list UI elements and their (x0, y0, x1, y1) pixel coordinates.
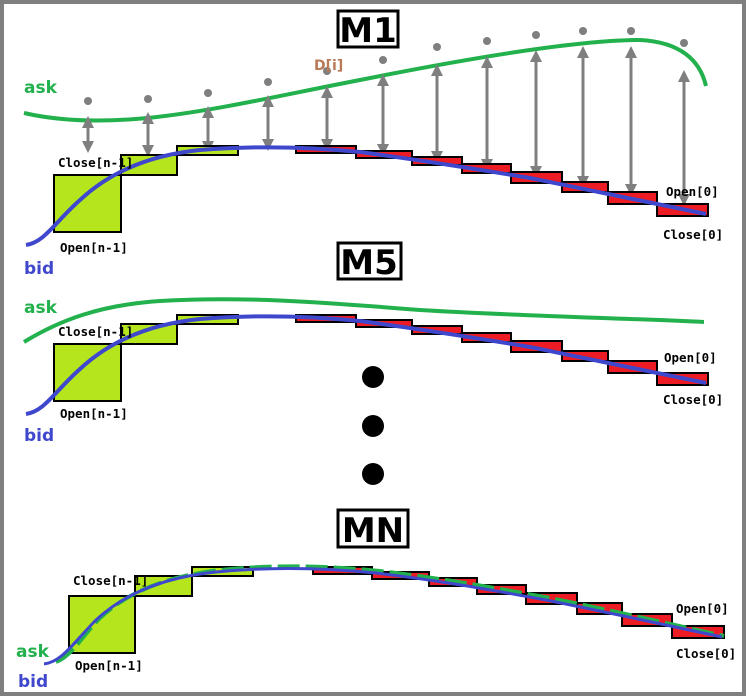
open-prev-label: Open[n-1] (75, 658, 143, 673)
panel-title-box (336, 241, 403, 281)
ellipsis-dot (362, 366, 384, 388)
ask-label: ask (24, 298, 58, 318)
open-last-label: Open[0] (666, 184, 719, 199)
close-last-label: Close[0] (676, 646, 736, 661)
panel-title: M1 (339, 11, 397, 51)
panel-m5: M5 ask bid Close[n-1] Open[n-1] Open[0] … (22, 241, 723, 446)
ask-line (23, 37, 708, 123)
bull-candle (120, 154, 178, 176)
close-last-label: Close[0] (663, 227, 723, 242)
open-last-label: Open[0] (664, 350, 717, 365)
bull-candle (134, 575, 193, 597)
ask-point (579, 27, 587, 35)
panel-title: MN (342, 511, 404, 551)
bid-line (25, 145, 707, 247)
bear-candle (525, 592, 578, 605)
ask-point (532, 31, 540, 39)
panel-m1: M1 ask (23, 9, 723, 279)
bid-label: bid (18, 672, 48, 692)
bid-line (43, 566, 723, 666)
ask-point (483, 37, 491, 45)
bid-line (25, 314, 707, 416)
timeframe-diagram: M1 ask (16, 9, 736, 692)
spread-arrows (82, 27, 690, 206)
bid-label: bid (24, 426, 54, 446)
ask-point (264, 78, 272, 86)
ask-point (204, 89, 212, 97)
open-prev-label: Open[n-1] (60, 406, 128, 421)
open-prev-label: Open[n-1] (60, 240, 128, 255)
ask-label: ask (16, 642, 50, 662)
ask-point (680, 39, 688, 47)
ask-point (379, 56, 387, 64)
bull-candle (120, 323, 178, 345)
ask-label: ask (24, 78, 58, 98)
panel-mn: MN ask bid Close[n-1] Open[n-1] Open[0] … (16, 508, 736, 692)
bull-candle (53, 174, 122, 233)
bear-candle (561, 181, 609, 193)
bull-candle (53, 343, 122, 402)
ellipsis-dot (362, 415, 384, 437)
ask-line (22, 297, 705, 344)
open-last-label: Open[0] (676, 601, 729, 616)
panel-title-box (336, 9, 400, 49)
ask-point (84, 97, 92, 105)
ask-point (323, 67, 331, 75)
bear-candle (561, 350, 609, 362)
ellipsis-dot (362, 463, 384, 485)
ask-point (144, 95, 152, 103)
close-last-label: Close[0] (663, 392, 723, 407)
close-prev-label: Close[n-1] (58, 155, 133, 170)
panel-title-box (336, 508, 410, 549)
ask-point (627, 27, 635, 35)
close-prev-label: Close[n-1] (58, 324, 133, 339)
panel-title: M5 (340, 243, 398, 283)
close-prev-label: Close[n-1] (73, 573, 148, 588)
ask-point (433, 43, 441, 51)
bid-label: bid (24, 259, 54, 279)
spread-label: D[i] (314, 58, 343, 74)
ellipsis (362, 366, 384, 485)
